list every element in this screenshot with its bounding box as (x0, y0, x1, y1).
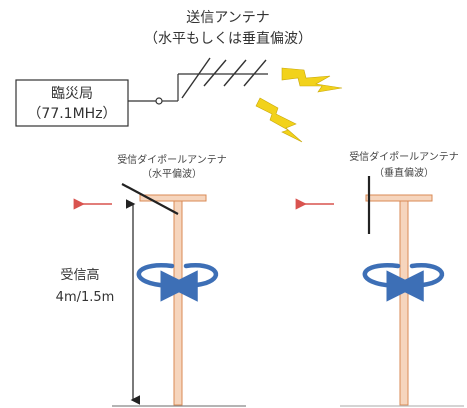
receive-height-label: 受信高 (60, 267, 99, 283)
dipole-horizontal (121, 183, 179, 215)
station-box (15, 79, 129, 127)
feed-line (128, 73, 268, 105)
receive-pole-left (139, 194, 207, 406)
transmit-antenna-subtitle: （水平もしくは垂直偏波） (144, 30, 312, 47)
receive-right-subtitle: （垂直偏波） (374, 166, 434, 179)
receive-left-subtitle: （水平偏波） (142, 167, 202, 180)
receive-height-value: 4m/1.5m (56, 290, 115, 305)
station-frequency: （77.1MHz） (27, 106, 116, 122)
receive-pole-right (365, 194, 433, 406)
rotation-arrow-icon (362, 263, 445, 302)
receive-right-title: 受信ダイポールアンテナ (349, 150, 459, 163)
lightning-icon (255, 97, 303, 143)
transmit-antenna-title: 送信アンテナ (186, 10, 269, 26)
receive-left-title: 受信ダイポールアンテナ (117, 153, 227, 166)
rotation-arrow-icon (136, 263, 219, 302)
station-name: 臨災局 (51, 86, 93, 102)
transmit-antenna-elements (181, 57, 267, 99)
lightning-icon (281, 67, 343, 93)
